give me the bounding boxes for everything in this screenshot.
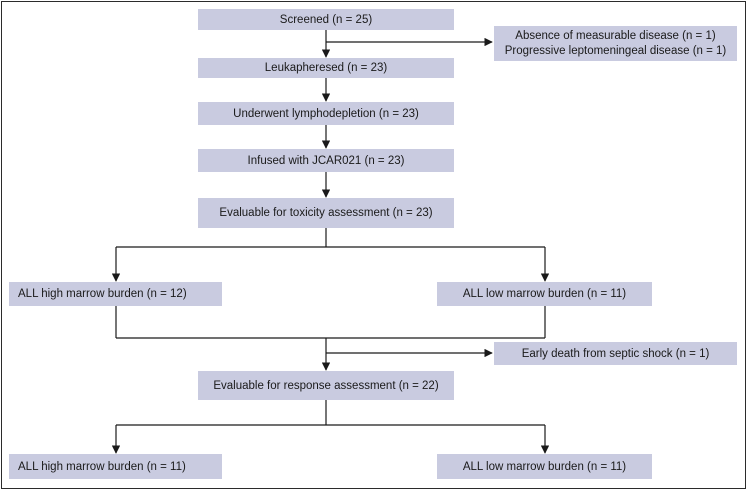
box-early-death-label: Early death from septic shock (n = 1): [521, 347, 710, 360]
box-excluded-line2: Progressive leptomeningeal disease (n = …: [504, 44, 727, 57]
box-infused-label: Infused with JCAR021 (n = 23): [247, 154, 405, 167]
box-leukapheresed: Leukapheresed (n = 23): [198, 58, 454, 78]
box-response-eval: Evaluable for response assessment (n = 2…: [198, 371, 454, 400]
box-resp-high-label: ALL high marrow burden (n = 11): [18, 460, 186, 473]
box-tox-low-label: ALL low marrow burden (n = 11): [462, 288, 627, 300]
box-excluded: Absence of measurable disease (n = 1) Pr…: [494, 26, 737, 61]
box-infused: Infused with JCAR021 (n = 23): [198, 149, 454, 172]
box-early-death: Early death from septic shock (n = 1): [494, 342, 737, 365]
box-screened: Screened (n = 25): [198, 9, 454, 30]
box-toxicity-eval-label: Evaluable for toxicity assessment (n = 2…: [219, 207, 433, 219]
box-toxicity-eval: Evaluable for toxicity assessment (n = 2…: [198, 198, 454, 228]
box-resp-low: ALL low marrow burden (n = 11): [437, 454, 652, 479]
box-leukapheresed-label: Leukapheresed (n = 23): [264, 62, 388, 74]
box-tox-high: ALL high marrow burden (n = 12): [9, 282, 222, 306]
box-resp-low-label: ALL low marrow burden (n = 11): [462, 460, 627, 473]
box-screened-label: Screened (n = 25): [279, 13, 373, 26]
box-lymphodepletion-label: Underwent lymphodepletion (n = 23): [233, 107, 419, 120]
box-response-eval-label: Evaluable for response assessment (n = 2…: [213, 379, 439, 392]
box-tox-high-label: ALL high marrow burden (n = 12): [18, 288, 187, 300]
box-excluded-line1: Absence of measurable disease (n = 1): [515, 29, 716, 42]
box-lymphodepletion: Underwent lymphodepletion (n = 23): [198, 102, 454, 125]
box-resp-high: ALL high marrow burden (n = 11): [9, 454, 222, 479]
box-tox-low: ALL low marrow burden (n = 11): [437, 282, 652, 306]
